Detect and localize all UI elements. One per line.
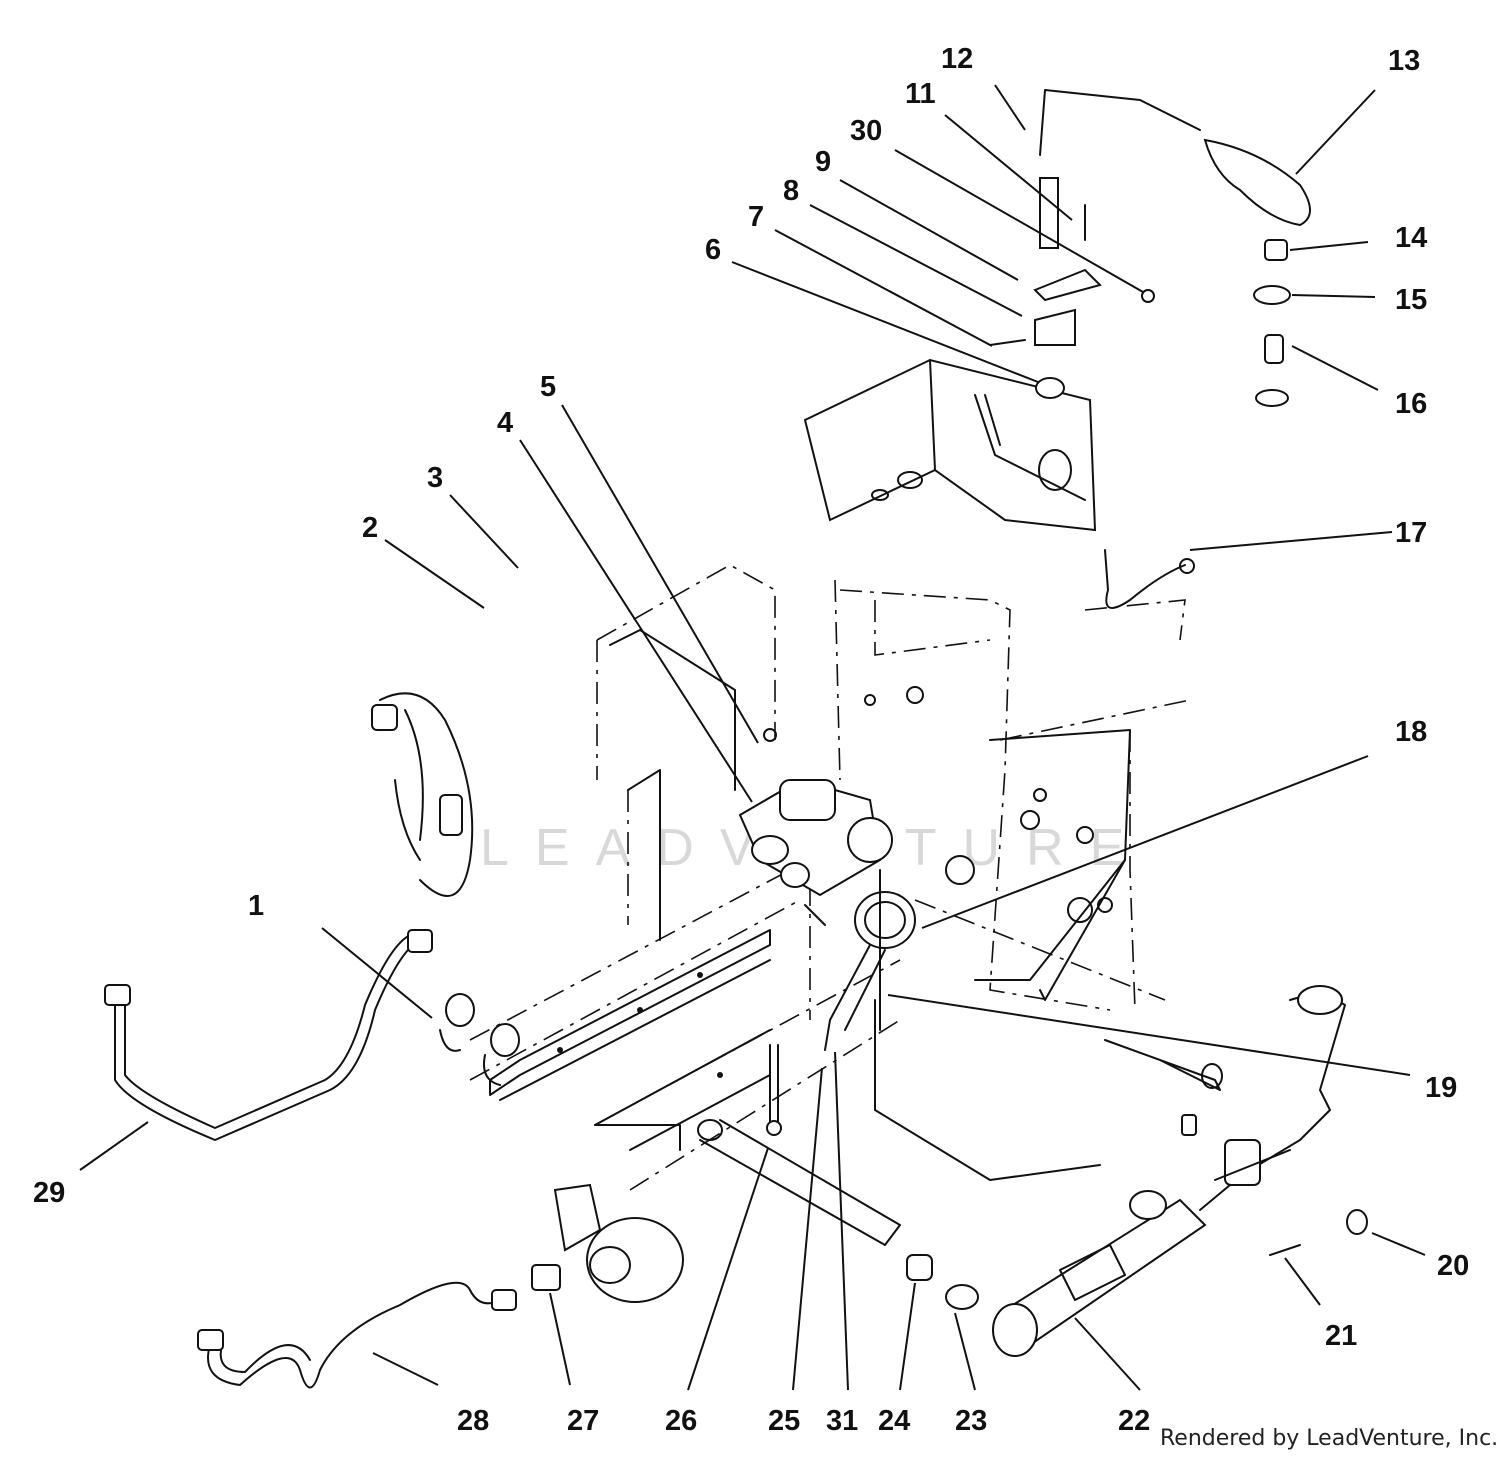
callout-23: 23: [955, 1405, 987, 1437]
callout-30: 31: [826, 1405, 858, 1437]
callout-6: 6: [705, 234, 721, 266]
callout-4: 4: [497, 407, 513, 439]
frame-rails: [489, 929, 771, 1151]
callout-8: 8: [783, 175, 799, 207]
pipe-29: [104, 929, 433, 1141]
callout-26: 26: [665, 1405, 697, 1437]
upper-bracket: [803, 358, 1097, 532]
callout-28: 28: [457, 1405, 489, 1437]
callout-22: 22: [1118, 1405, 1150, 1437]
callout-29: 29: [33, 1177, 65, 1209]
leader-lines: [79, 84, 1426, 1391]
callout-5: 5: [540, 371, 556, 403]
callout-13: 13: [1388, 45, 1420, 77]
pump: [531, 1183, 684, 1303]
callout-24: 24: [878, 1405, 910, 1437]
elbow-fittings: [439, 993, 520, 1086]
control-lever: [989, 89, 1311, 399]
steering-arm: [1214, 985, 1368, 1256]
callout-25: 25: [768, 1405, 800, 1437]
washer-stack: [1253, 239, 1291, 407]
hydraulic-valve: [738, 728, 893, 897]
callout-14: 14: [1395, 222, 1427, 254]
bolt: [766, 1044, 782, 1136]
callout-19: 19: [1425, 1072, 1457, 1104]
callout-labels: 1 2 3 4 5 6 7 8 9 11 12 13 14 15 16 17 1…: [33, 43, 1469, 1437]
pipe-28: [197, 1281, 517, 1389]
hose-assembly: [804, 869, 916, 1051]
callout-9: 9: [815, 146, 831, 178]
callout-20: 20: [1437, 1250, 1469, 1282]
callout-1: 1: [248, 890, 264, 922]
callout-16: 16: [1395, 388, 1427, 420]
linkage-rod: [1104, 549, 1195, 609]
callout-31: 30: [850, 115, 882, 147]
pivot-shaft: [697, 1119, 979, 1310]
callout-17: 17: [1395, 517, 1427, 549]
hydraulic-cylinder: [992, 1114, 1231, 1357]
callout-7: 7: [748, 201, 764, 233]
callout-3: 3: [427, 462, 443, 494]
callout-18: 18: [1395, 716, 1427, 748]
motor-housing: [371, 692, 474, 897]
callout-15: 15: [1395, 284, 1427, 316]
callout-12: 12: [941, 43, 973, 75]
callout-27: 27: [567, 1405, 599, 1437]
callout-11: 11: [905, 78, 936, 110]
credit-text: Rendered by LeadVenture, Inc.: [1160, 1426, 1498, 1451]
chassis-frame: [469, 564, 1223, 1191]
callout-2: 2: [362, 512, 378, 544]
callout-21: 21: [1325, 1320, 1357, 1352]
